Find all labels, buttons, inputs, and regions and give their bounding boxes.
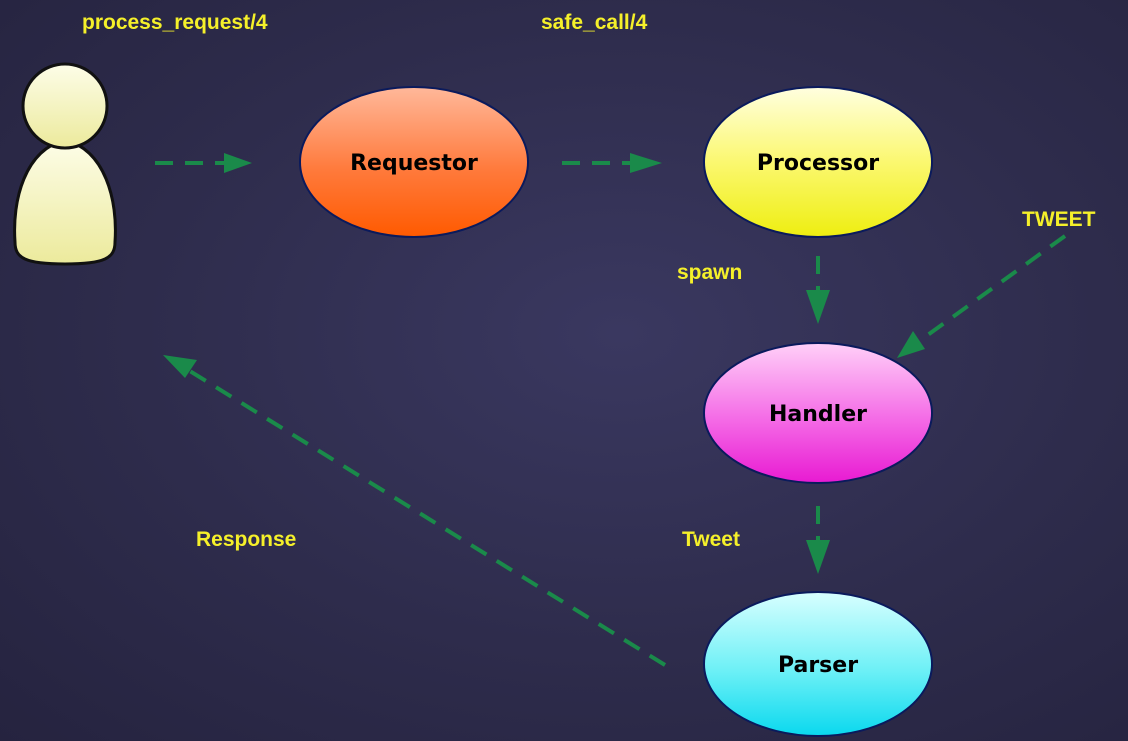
label-safe-call: safe_call/4 [541, 11, 648, 34]
node-parser-label: Parser [778, 653, 858, 678]
node-requestor-label: Requestor [350, 151, 478, 176]
arrowhead-parser-response [163, 355, 197, 378]
arrow-parser-response [183, 366, 667, 667]
arrowhead-processor-to-handler [806, 290, 830, 324]
user-icon [13, 62, 117, 266]
node-handler: Handler [703, 342, 933, 484]
arrowhead-requestor-to-processor [630, 153, 662, 173]
node-requestor: Requestor [299, 86, 529, 238]
arrowhead-tweet-to-handler [897, 331, 925, 358]
label-spawn: spawn [677, 261, 743, 284]
label-tweet: Tweet [682, 528, 740, 551]
arrowhead-handler-to-parser [806, 540, 830, 574]
arrowhead-user-to-requestor [224, 153, 252, 173]
node-parser: Parser [703, 591, 933, 737]
node-handler-label: Handler [769, 402, 867, 427]
arrow-tweet-to-handler [916, 234, 1067, 344]
label-tweet-upper: TWEET [1022, 208, 1096, 231]
node-processor-label: Processor [757, 151, 879, 176]
label-process-request: process_request/4 [82, 11, 268, 34]
label-response: Response [196, 528, 297, 551]
node-processor: Processor [703, 86, 933, 238]
